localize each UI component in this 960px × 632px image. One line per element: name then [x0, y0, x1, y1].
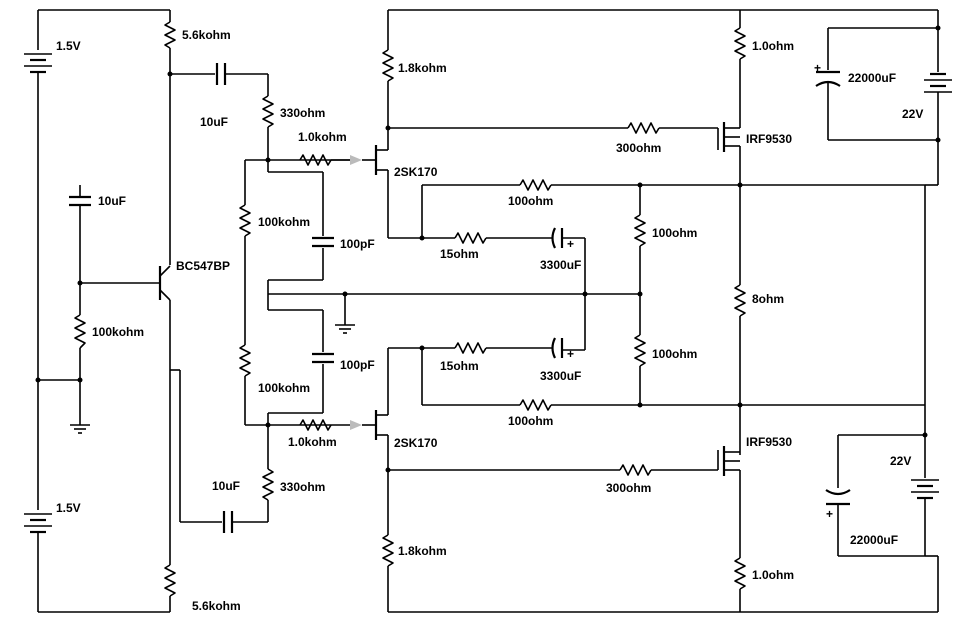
label-resistor-330-bottom: 330ohm — [280, 480, 325, 494]
plus-marker-3300uf-top: + — [567, 237, 574, 251]
plus-marker-3300uf-bottom: + — [567, 347, 574, 361]
label-capacitor-3300uf-bottom: 3300uF — [540, 369, 581, 383]
capacitor-100pf-bottom — [312, 352, 334, 364]
label-mosfet-bottom: IRF9530 — [746, 435, 792, 449]
capacitor-22000uf-bottom — [825, 489, 851, 506]
label-resistor-100k-top: 100kohm — [258, 215, 310, 229]
resistor-300-bottom — [619, 464, 652, 476]
label-resistor-330-top: 330ohm — [280, 106, 325, 120]
resistor-1k-top — [299, 154, 332, 166]
label-jfet-bottom: 2SK170 — [394, 436, 438, 450]
resistor-100-feedback-top — [519, 179, 552, 191]
resistor-1r-top — [734, 27, 746, 60]
jfet-2sk170-bottom — [374, 410, 388, 440]
label-resistor-100-feedback-top: 100ohm — [508, 194, 553, 208]
label-resistor-1r-bottom: 1.0ohm — [752, 568, 794, 582]
label-resistor-300-bottom: 300ohm — [606, 481, 651, 495]
junction-dot — [637, 402, 643, 408]
ground-symbol-center — [335, 324, 355, 334]
label-resistor-15-top: 15ohm — [440, 247, 479, 261]
label-resistor-300-top: 300ohm — [616, 141, 661, 155]
resistor-300-top — [627, 122, 660, 134]
resistor-1r-bottom — [734, 557, 746, 590]
resistor-100k-top — [239, 204, 251, 237]
resistor-330-top — [262, 95, 274, 128]
label-resistor-100-feedback-bottom: 100ohm — [508, 414, 553, 428]
jfet-2sk170-top — [374, 145, 388, 175]
capacitor-10uf-bypass — [69, 195, 91, 207]
label-resistor-1k-bottom: 1.0kohm — [288, 435, 337, 449]
label-supply-22v-top: 22V — [902, 107, 923, 121]
battery-22v-bottom — [911, 479, 939, 500]
label-resistor-100-mid-bottom: 100ohm — [652, 347, 697, 361]
capacitor-10uf-bottom — [222, 511, 234, 533]
label-resistor-15-bottom: 15ohm — [440, 359, 479, 373]
junction-dot — [77, 377, 83, 383]
transistor-bc547 — [158, 265, 171, 301]
resistor-100k-bias — [74, 314, 86, 349]
label-resistor-100k-bottom: 100kohm — [258, 381, 310, 395]
label-mosfet-top: IRF9530 — [746, 132, 792, 146]
battery-22v-top — [924, 72, 952, 93]
plus-marker-22000uf-top: + — [814, 61, 821, 75]
label-supply-22v-bottom: 22V — [890, 454, 911, 468]
ground-symbol-left — [70, 424, 90, 434]
label-battery-top: 1.5V — [56, 39, 81, 53]
label-jfet-top: 2SK170 — [394, 165, 438, 179]
resistor-15-top — [454, 232, 487, 244]
label-capacitor-22000uf-top: 22000uF — [848, 71, 896, 85]
mosfet-irf9530-bottom — [717, 446, 740, 476]
resistor-5k6-top — [164, 21, 176, 49]
resistor-5k6-bottom — [164, 564, 176, 597]
label-capacitor-10uf-bypass: 10uF — [98, 194, 126, 208]
resistor-330-bottom — [262, 468, 274, 501]
label-capacitor-3300uf-top: 3300uF — [540, 258, 581, 272]
label-capacitor-10uf-bottom: 10uF — [212, 479, 240, 493]
label-resistor-8-load: 8ohm — [752, 292, 784, 306]
resistor-100-mid-top — [634, 214, 646, 247]
gate-arrow — [350, 155, 362, 165]
label-resistor-100k-bias: 100kohm — [92, 325, 144, 339]
resistor-15-bottom — [454, 342, 487, 354]
resistor-1k8-bottom — [382, 534, 394, 567]
resistor-1k-bottom — [299, 419, 332, 431]
resistor-100k-bottom — [239, 344, 251, 377]
label-resistor-5k6-bottom: 5.6kohm — [192, 599, 241, 613]
label-resistor-5k6-top: 5.6kohm — [182, 28, 231, 42]
capacitor-10uf-top — [215, 63, 227, 85]
mosfet-irf9530-top — [717, 122, 740, 152]
label-transistor-bc547: BC547BP — [176, 259, 230, 273]
label-battery-bottom: 1.5V — [56, 501, 81, 515]
battery-top-left — [24, 53, 52, 74]
capacitor-3300uf-top — [551, 227, 564, 249]
label-resistor-1k8-top: 1.8kohm — [398, 61, 447, 75]
label-capacitor-22000uf-bottom: 22000uF — [850, 533, 898, 547]
resistor-8-load — [734, 284, 746, 317]
capacitor-3300uf-bottom — [551, 337, 564, 359]
resistor-100-mid-bottom — [634, 334, 646, 367]
capacitor-100pf-top — [312, 236, 334, 248]
gate-arrow — [350, 420, 362, 430]
label-resistor-100-mid-top: 100ohm — [652, 226, 697, 240]
plus-marker-22000uf-bottom: + — [826, 507, 833, 521]
label-capacitor-10uf-top: 10uF — [200, 115, 228, 129]
label-resistor-1k-top: 1.0kohm — [298, 130, 347, 144]
label-resistor-1k8-bottom: 1.8kohm — [398, 544, 447, 558]
resistor-1k8-top — [382, 49, 394, 82]
label-resistor-1r-top: 1.0ohm — [752, 39, 794, 53]
resistor-100-feedback-bottom — [519, 399, 552, 411]
label-capacitor-100pf-top: 100pF — [340, 237, 375, 251]
battery-bottom-left — [24, 513, 52, 534]
label-capacitor-100pf-bottom: 100pF — [340, 358, 375, 372]
